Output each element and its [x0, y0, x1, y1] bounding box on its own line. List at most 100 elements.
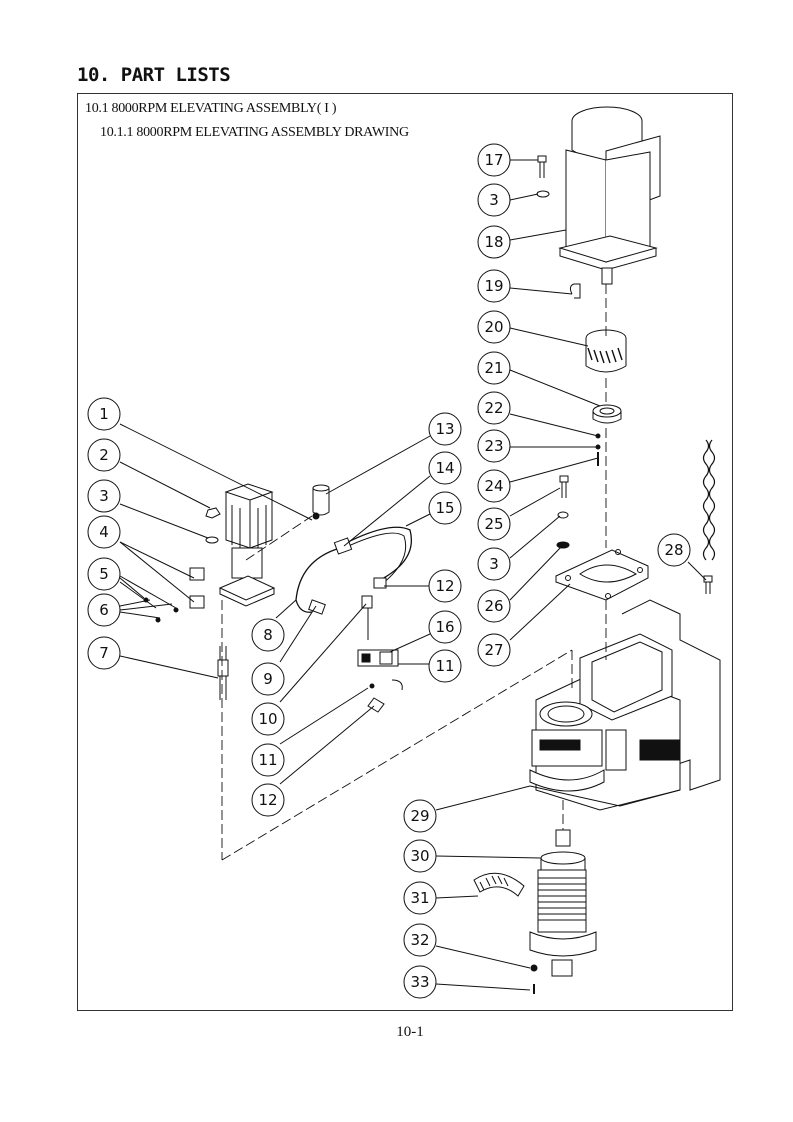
washer-3-top: [536, 190, 550, 198]
bracket-27: [555, 549, 649, 601]
leader-line: [119, 423, 313, 521]
callout-number: 26: [484, 597, 503, 615]
callout-balloon: [87, 557, 121, 591]
rod-7: [217, 646, 229, 700]
callout-balloon: [87, 636, 121, 670]
callout-balloon: [87, 438, 121, 472]
callout-balloon: [428, 451, 462, 485]
leader-line: [509, 327, 589, 347]
page-number: 10-1: [396, 1024, 424, 1040]
callout-balloon: [87, 593, 121, 627]
callout-balloon: [657, 533, 691, 567]
leader-line: [279, 603, 367, 703]
callout-balloon: [403, 799, 437, 833]
leader-line: [343, 475, 431, 547]
elevating-housing: [529, 599, 721, 811]
leader-line: [279, 687, 369, 745]
alignment-lines: [221, 284, 607, 861]
callout-balloon: [403, 839, 437, 873]
callout-number: 22: [484, 399, 503, 417]
callout-balloon: [477, 269, 511, 303]
callout-balloon: [251, 743, 285, 777]
spindle-cartridge: [529, 829, 597, 977]
leader-line: [389, 633, 431, 653]
leader-line: [119, 541, 195, 579]
leader-line: [509, 487, 561, 517]
callout-balloon: [428, 610, 462, 644]
callout-number: 31: [410, 889, 429, 907]
page-heading: 10. PART LISTS: [77, 64, 231, 86]
leader-line: [275, 599, 297, 619]
callout-balloon: [87, 479, 121, 513]
callout-number: 12: [435, 577, 454, 595]
callout-number: 14: [435, 459, 454, 477]
callout-number: 12: [258, 791, 277, 809]
nut-2: [205, 507, 221, 519]
leader-line: [509, 229, 567, 241]
pipe-13: [312, 484, 330, 516]
callout-number: 17: [484, 151, 503, 169]
leader-line: [509, 413, 599, 437]
leader-line: [435, 785, 531, 811]
drawing-frame: [77, 93, 733, 1011]
callout-balloon: [477, 633, 511, 667]
callout-number: 33: [410, 973, 429, 991]
callout-number: 20: [484, 318, 503, 336]
callout-balloon: [428, 649, 462, 683]
leader-line: [435, 895, 479, 899]
callout-number: 9: [263, 670, 273, 688]
callout-number: 3: [489, 555, 499, 573]
callout-balloon: [251, 783, 285, 817]
callout-balloon: [403, 965, 437, 999]
callout-balloon: [477, 391, 511, 425]
leader-line: [119, 541, 195, 603]
callout-number: 11: [435, 657, 454, 675]
callout-number: 16: [435, 618, 454, 636]
callout-number: 23: [484, 437, 503, 455]
callout-balloon: [403, 923, 437, 957]
leader-line: [279, 705, 375, 785]
callout-number: 21: [484, 359, 503, 377]
callout-group: 1234567891011121314151216111731819202122…: [87, 143, 707, 999]
screw-17: [537, 155, 547, 178]
leader-line: [435, 855, 542, 859]
leader-line: [119, 581, 157, 609]
leader-line: [119, 655, 219, 679]
key-19: [569, 283, 581, 299]
valve-16: [357, 649, 399, 667]
leader-line: [325, 435, 431, 495]
callout-number: 18: [484, 233, 503, 251]
spindle-motor: [558, 106, 661, 285]
leader-line: [279, 605, 317, 663]
leader-line: [509, 193, 539, 201]
leader-line: [119, 575, 177, 609]
callout-balloon: [477, 183, 511, 217]
screw-28: [703, 575, 713, 594]
leader-line: [509, 583, 571, 641]
callout-number: 29: [410, 807, 429, 825]
callout-number: 3: [489, 191, 499, 209]
leader-line: [119, 599, 151, 607]
callout-number: 1: [99, 405, 109, 423]
leader-line: [509, 515, 561, 559]
callout-number: 5: [99, 565, 109, 583]
leader-line: [687, 561, 707, 581]
callout-balloon: [477, 351, 511, 385]
callout-number: 4: [99, 523, 109, 541]
callout-number: 24: [484, 477, 503, 495]
callout-balloon: [87, 515, 121, 549]
callout-number: 7: [99, 644, 109, 662]
leader-line: [119, 603, 173, 611]
leader-line: [435, 945, 531, 969]
leader-line: [509, 287, 573, 295]
callout-balloon: [428, 491, 462, 525]
callout-balloon: [251, 618, 285, 652]
section-title: 10.1 8000RPM ELEVATING ASSEMBLY( I ): [85, 101, 337, 116]
callout-balloon: [403, 881, 437, 915]
callout-number: 32: [410, 931, 429, 949]
callout-number: 27: [484, 641, 503, 659]
callout-number: 19: [484, 277, 503, 295]
callout-number: 3: [99, 487, 109, 505]
screw-25: [559, 475, 569, 498]
callout-balloon: [477, 507, 511, 541]
